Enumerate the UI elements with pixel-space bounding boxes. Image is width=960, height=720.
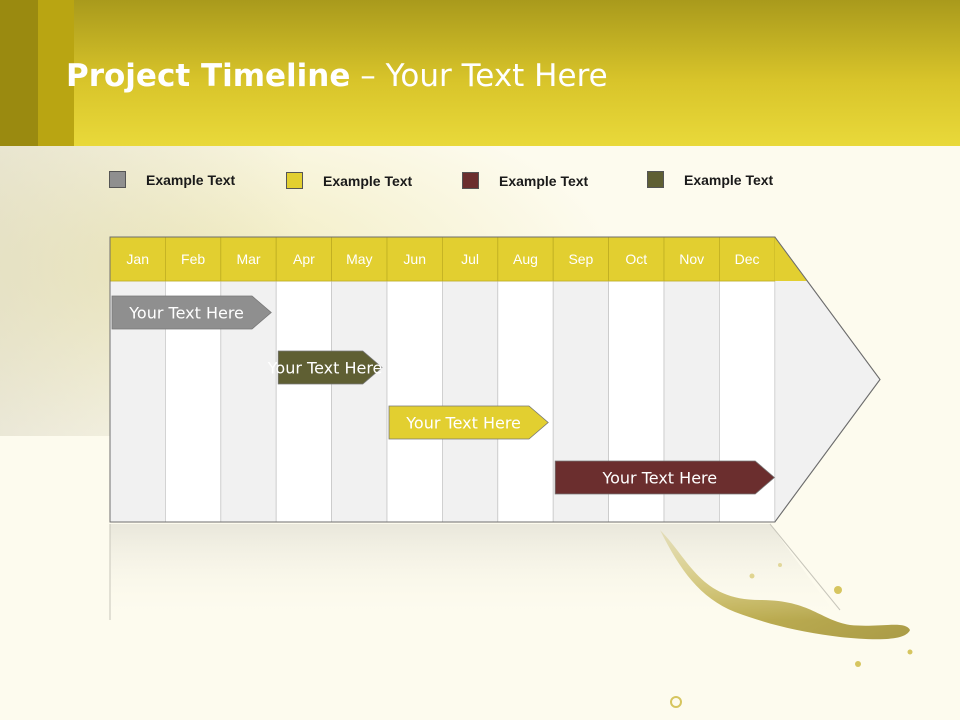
month-column <box>497 280 554 523</box>
month-label: May <box>346 251 372 267</box>
legend-swatch <box>647 171 664 188</box>
month-label: Apr <box>293 251 315 267</box>
title-bold-part: Project Timeline <box>66 58 351 94</box>
month-label: Jun <box>403 251 426 267</box>
month-header-cell <box>109 236 166 282</box>
month-column <box>275 280 333 523</box>
task-bar-label: Your Text Here <box>405 414 521 433</box>
month-header-cell <box>497 236 554 282</box>
task-bar-label: Your Text Here <box>267 359 383 378</box>
month-header-cell <box>220 236 277 282</box>
header-accent-band <box>38 0 74 146</box>
task-bar <box>388 405 549 440</box>
header-bar: Project Timeline – Your Text Here <box>0 0 960 146</box>
timeline-arrow-outline <box>109 236 881 523</box>
slide-title: Project Timeline – Your Text Here <box>66 58 608 94</box>
month-label: Nov <box>679 251 704 267</box>
header-accent-band <box>0 0 38 146</box>
month-header-cell <box>164 236 222 282</box>
month-column <box>386 280 443 523</box>
legend-swatch <box>462 172 479 189</box>
legend-label: Example Text <box>684 172 774 188</box>
month-column <box>441 280 499 523</box>
month-label: Feb <box>181 251 205 267</box>
title-rest-part: – Your Text Here <box>350 58 608 94</box>
legend-label: Example Text <box>323 173 413 189</box>
month-header-cell <box>331 236 388 282</box>
legend-label: Example Text <box>146 172 236 188</box>
month-header-cell <box>441 236 499 282</box>
reflection-edge <box>109 523 841 620</box>
legend-swatch <box>286 172 303 189</box>
month-header-cell <box>552 236 610 282</box>
month-label: Jul <box>461 251 479 267</box>
month-label: Mar <box>236 251 260 267</box>
month-label: Sep <box>568 251 593 267</box>
legend-swatch <box>109 171 126 188</box>
month-header-cell <box>663 236 720 282</box>
month-label: Jan <box>126 251 149 267</box>
month-label: Oct <box>625 251 647 267</box>
month-header-cell <box>719 236 776 282</box>
task-bar <box>111 295 272 330</box>
task-bar <box>554 460 776 495</box>
legend-label: Example Text <box>499 173 589 189</box>
timeline-reflection <box>110 524 840 620</box>
task-bar-label: Your Text Here <box>128 304 244 323</box>
month-label: Aug <box>513 251 538 267</box>
month-label: Dec <box>735 251 760 267</box>
month-header-cell <box>386 236 443 282</box>
task-bar-label: Your Text Here <box>601 469 717 488</box>
task-bar <box>277 350 383 385</box>
month-column <box>331 280 388 523</box>
